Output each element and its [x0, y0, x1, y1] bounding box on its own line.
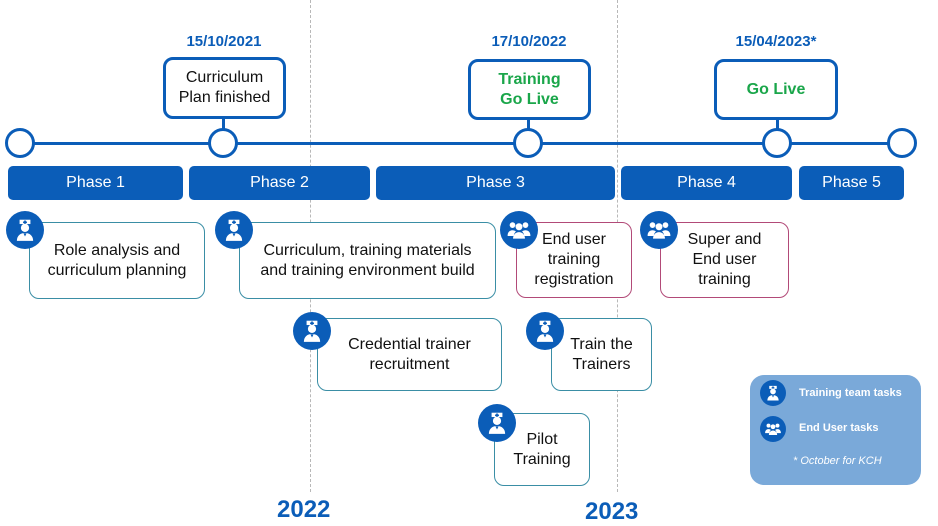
nurse-icon [215, 211, 253, 249]
timeline-node [208, 128, 238, 158]
nurse-icon [760, 380, 786, 406]
nurse-icon [293, 312, 331, 350]
phase-2: Phase 2 [189, 166, 370, 200]
legend-training-team: Training team tasks [799, 387, 902, 399]
timeline-node [887, 128, 917, 158]
legend-note: * October for KCH [793, 455, 882, 467]
nurse-icon [526, 312, 564, 350]
milestone-date: 15/04/2023* [735, 33, 817, 50]
milestone-connector [527, 119, 530, 130]
timeline-axis [20, 142, 902, 145]
group-icon [500, 211, 538, 249]
nurse-icon [6, 211, 44, 249]
phase-3: Phase 3 [376, 166, 615, 200]
group-icon [760, 416, 786, 442]
phase-5: Phase 5 [799, 166, 904, 200]
milestone-go-live: Go Live [714, 59, 838, 120]
phase-4: Phase 4 [621, 166, 792, 200]
milestone-connector [776, 119, 779, 130]
timeline-node [762, 128, 792, 158]
phase-1: Phase 1 [8, 166, 183, 200]
timeline-node [5, 128, 35, 158]
year-label-2022: 2022 [277, 496, 331, 523]
milestone-date: 15/10/2021 [186, 33, 262, 50]
group-icon [640, 211, 678, 249]
legend-end-user: End User tasks [799, 422, 879, 434]
year-label-2023: 2023 [585, 498, 639, 525]
nurse-icon [478, 404, 516, 442]
milestone-connector [222, 118, 225, 130]
legend: Training team tasks End User tasks * Oct… [750, 375, 921, 485]
milestone-date: 17/10/2022 [491, 33, 567, 50]
timeline-node [513, 128, 543, 158]
